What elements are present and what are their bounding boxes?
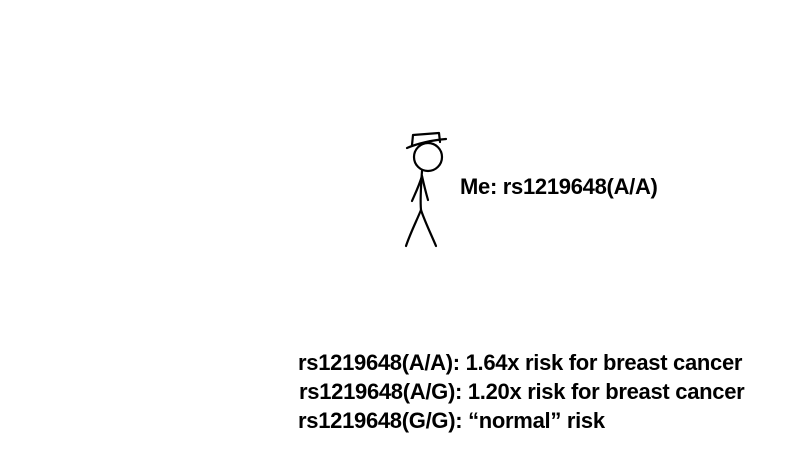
risk-line-aa: rs1219648(A/A): 1.64x risk for breast ca… <box>298 350 743 375</box>
stick-figure-with-hat-icon <box>400 130 452 252</box>
figure-caption: Me: rs1219648(A/A) <box>460 174 658 199</box>
risk-line-gg: rs1219648(G/G): “normal” risk <box>298 408 605 433</box>
risk-line-ag: rs1219648(A/G): 1.20x risk for breast ca… <box>299 379 745 404</box>
